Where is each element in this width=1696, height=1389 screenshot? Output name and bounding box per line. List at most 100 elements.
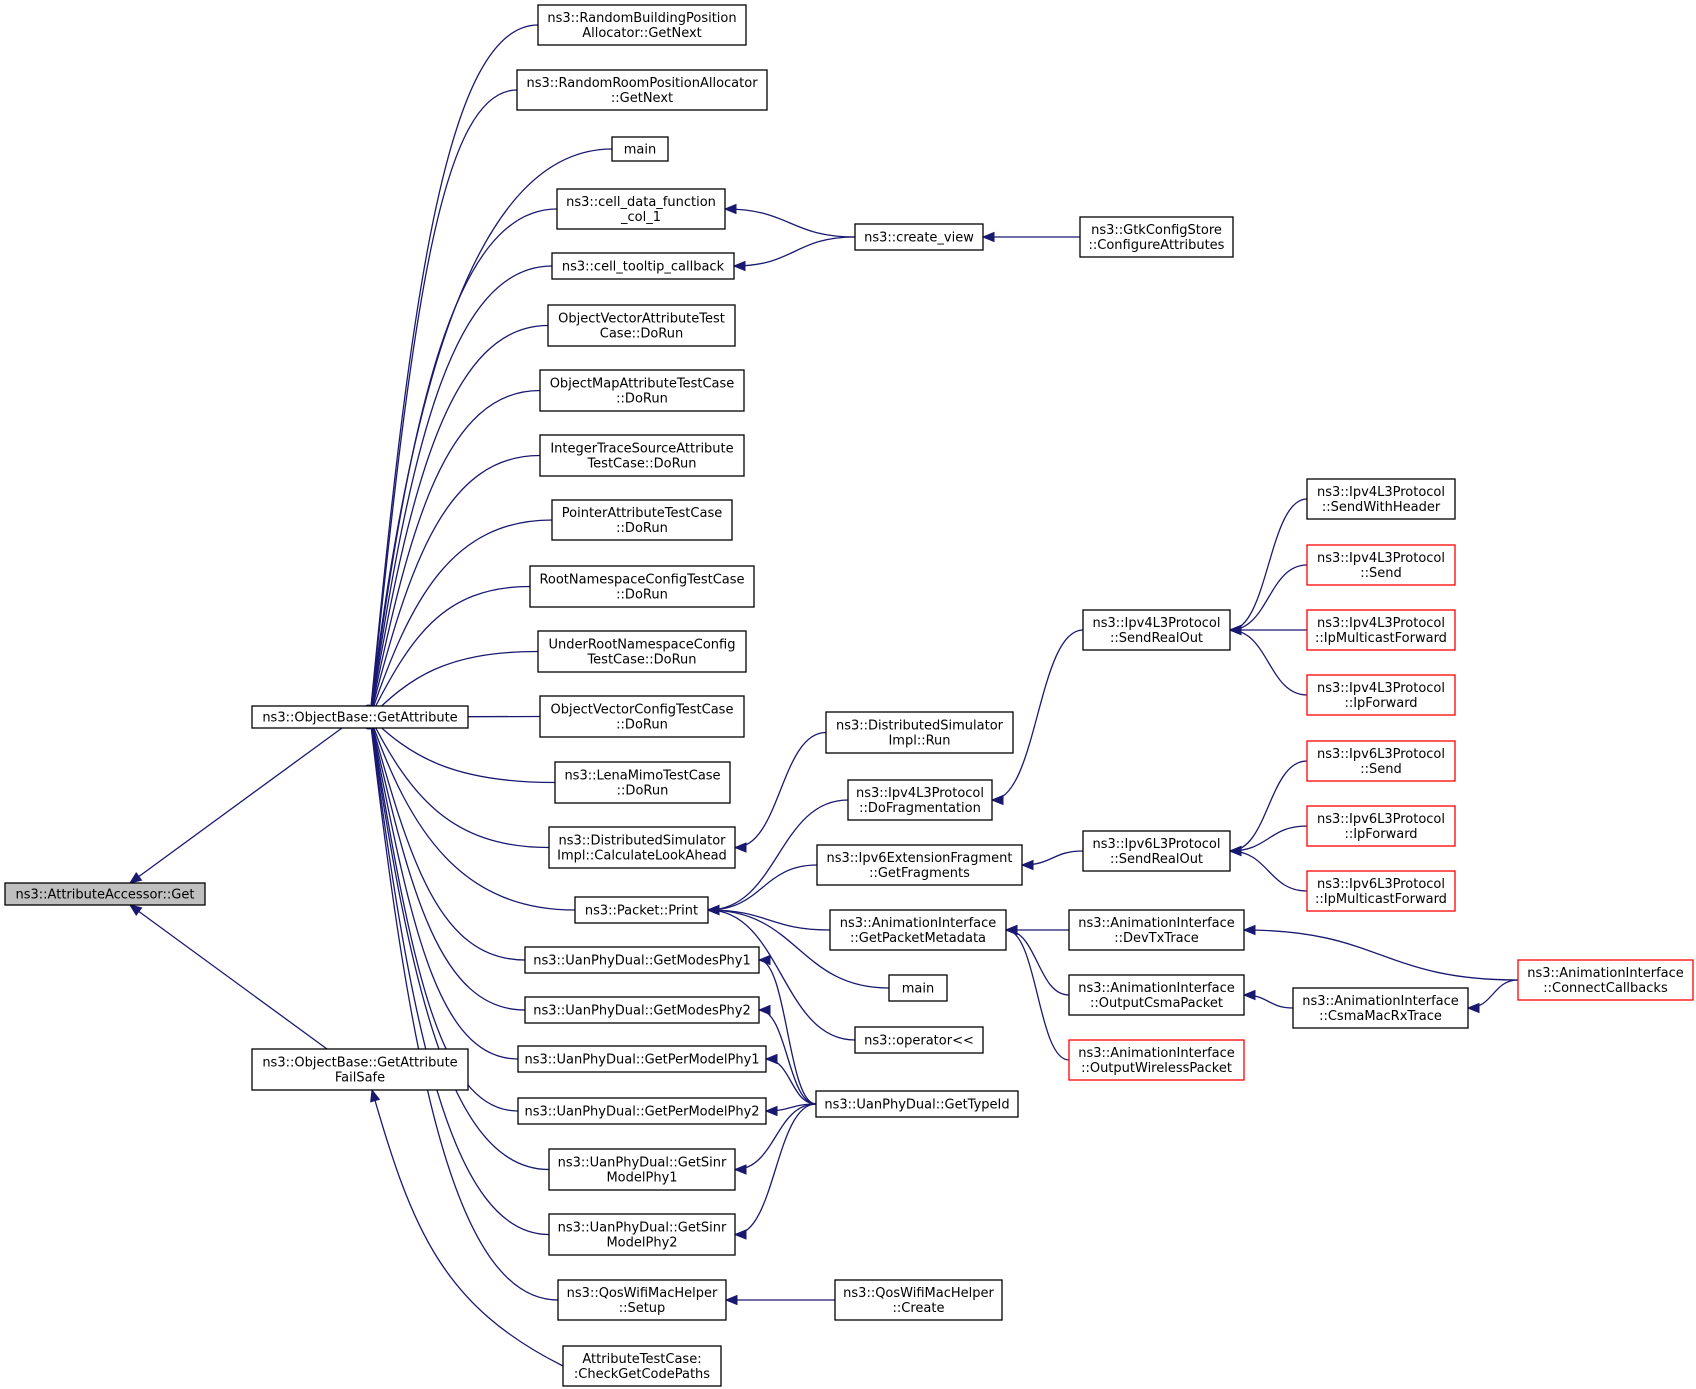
node-ipv4swh[interactable]: ns3::Ipv4L3Protocol::SendWithHeader [1306, 478, 1456, 520]
node-box[interactable] [1306, 740, 1456, 782]
node-box[interactable] [888, 974, 948, 1002]
node-box[interactable] [517, 1045, 767, 1073]
node-box[interactable] [551, 499, 733, 541]
node-ipv6mcast[interactable]: ns3::Ipv6L3Protocol::IpMulticastForward [1306, 870, 1456, 912]
node-ipv6frag[interactable]: ns3::Ipv6ExtensionFragment::GetFragments [816, 844, 1023, 886]
node-box[interactable] [537, 4, 747, 46]
node-box[interactable] [1068, 909, 1245, 951]
node-box[interactable] [547, 304, 736, 347]
node-box[interactable] [825, 711, 1014, 754]
node-root[interactable]: ns3::AttributeAccessor::Get [4, 882, 206, 906]
node-box[interactable] [1306, 674, 1456, 716]
node-box[interactable] [548, 1213, 736, 1256]
node-ipv4send[interactable]: ns3::Ipv4L3Protocol::Send [1306, 544, 1456, 586]
node-gmp2[interactable]: ns3::UanPhyDual::GetModesPhy2 [524, 996, 760, 1024]
node-box[interactable] [1082, 830, 1231, 872]
node-box[interactable] [548, 826, 736, 869]
node-itsat[interactable]: IntegerTraceSourceAttributeTestCase::DoR… [539, 434, 745, 477]
node-patc[interactable]: PointerAttributeTestCase::DoRun [551, 499, 733, 541]
node-box[interactable] [4, 882, 206, 906]
node-box[interactable] [1068, 974, 1245, 1016]
node-qossetup[interactable]: ns3::QosWifiMacHelper::Setup [557, 1279, 727, 1321]
node-box[interactable] [574, 896, 709, 924]
node-box[interactable] [1068, 1039, 1245, 1081]
node-gmp1[interactable]: ns3::UanPhyDual::GetModesPhy1 [524, 946, 760, 974]
node-celldata[interactable]: ns3::cell_data_function_col_1 [556, 188, 726, 230]
node-aniwireless[interactable]: ns3::AnimationInterface::OutputWirelessP… [1068, 1039, 1245, 1081]
node-gtk[interactable]: ns3::GtkConfigStore::ConfigureAttributes [1079, 216, 1234, 258]
node-omat[interactable]: ObjectMapAttributeTestCase::DoRun [539, 369, 745, 412]
node-anigpm[interactable]: ns3::AnimationInterface::GetPacketMetada… [829, 909, 1007, 951]
node-celltip[interactable]: ns3::cell_tooltip_callback [551, 252, 735, 280]
node-ipv4fwd[interactable]: ns3::Ipv4L3Protocol::IpForward [1306, 674, 1456, 716]
node-box[interactable] [1306, 478, 1456, 520]
node-ipv4sro[interactable]: ns3::Ipv4L3Protocol::SendRealOut [1082, 609, 1231, 651]
node-box[interactable] [557, 1279, 727, 1321]
node-box[interactable] [556, 188, 726, 230]
node-main1[interactable]: main [611, 136, 669, 162]
node-main2[interactable]: main [888, 974, 948, 1002]
node-anicsmamac[interactable]: ns3::AnimationInterface::CsmaMacRxTrace [1292, 987, 1469, 1029]
node-box[interactable] [524, 996, 760, 1024]
node-ipv6sro[interactable]: ns3::Ipv6L3Protocol::SendRealOut [1082, 830, 1231, 872]
node-box[interactable] [1079, 216, 1234, 258]
node-box[interactable] [829, 909, 1007, 951]
node-box[interactable] [251, 1048, 469, 1091]
node-anicsma[interactable]: ns3::AnimationInterface::OutputCsmaPacke… [1068, 974, 1245, 1016]
node-rbpa[interactable]: ns3::RandomBuildingPositionAllocator::Ge… [537, 4, 747, 46]
node-box[interactable] [539, 434, 745, 477]
node-box[interactable] [524, 946, 760, 974]
node-box[interactable] [1082, 609, 1231, 651]
node-oplt[interactable]: ns3::operator<< [854, 1026, 984, 1054]
node-box[interactable] [815, 1090, 1019, 1118]
node-box[interactable] [611, 136, 669, 162]
node-ipv4mcast[interactable]: ns3::Ipv4L3Protocol::IpMulticastForward [1306, 609, 1456, 651]
node-box[interactable] [516, 69, 768, 111]
node-rrpa[interactable]: ns3::RandomRoomPositionAllocator::GetNex… [516, 69, 768, 111]
node-box[interactable] [847, 779, 993, 821]
node-dscla[interactable]: ns3::DistributedSimulatorImpl::Calculate… [548, 826, 736, 869]
node-gettypeid[interactable]: ns3::UanPhyDual::GetTypeId [815, 1090, 1019, 1118]
node-box[interactable] [539, 695, 745, 738]
node-atc[interactable]: AttributeTestCase::CheckGetCodePaths [562, 1345, 722, 1387]
node-box[interactable] [1306, 870, 1456, 912]
node-ovct[interactable]: ObjectVectorConfigTestCase::DoRun [539, 695, 745, 738]
node-ipv4frag[interactable]: ns3::Ipv4L3Protocol::DoFragmentation [847, 779, 993, 821]
node-box[interactable] [1306, 805, 1456, 847]
node-box[interactable] [551, 252, 735, 280]
node-gpm2[interactable]: ns3::UanPhyDual::GetPerModelPhy2 [517, 1097, 767, 1125]
node-print[interactable]: ns3::Packet::Print [574, 896, 709, 924]
node-box[interactable] [539, 369, 745, 412]
node-rnct[interactable]: RootNamespaceConfigTestCase::DoRun [529, 565, 755, 608]
node-box[interactable] [1517, 959, 1694, 1001]
node-box[interactable] [1306, 544, 1456, 586]
node-getattr[interactable]: ns3::ObjectBase::GetAttribute [251, 705, 469, 729]
node-box[interactable] [854, 1026, 984, 1054]
node-ipv6fwd[interactable]: ns3::Ipv6L3Protocol::IpForward [1306, 805, 1456, 847]
node-box[interactable] [1292, 987, 1469, 1029]
node-gpm1[interactable]: ns3::UanPhyDual::GetPerModelPhy1 [517, 1045, 767, 1073]
node-box[interactable] [251, 705, 469, 729]
node-box[interactable] [834, 1279, 1003, 1321]
node-box[interactable] [548, 1148, 736, 1191]
node-createview[interactable]: ns3::create_view [854, 223, 984, 251]
node-ipv6send[interactable]: ns3::Ipv6L3Protocol::Send [1306, 740, 1456, 782]
node-box[interactable] [854, 223, 984, 251]
node-box[interactable] [562, 1345, 722, 1387]
node-box[interactable] [529, 565, 755, 608]
node-box[interactable] [554, 761, 731, 804]
node-anidevtx[interactable]: ns3::AnimationInterface::DevTxTrace [1068, 909, 1245, 951]
node-box[interactable] [1306, 609, 1456, 651]
node-aniconnect[interactable]: ns3::AnimationInterface::ConnectCallback… [1517, 959, 1694, 1001]
node-qoscreate[interactable]: ns3::QosWifiMacHelper::Create [834, 1279, 1003, 1321]
node-box[interactable] [537, 630, 747, 673]
node-box[interactable] [816, 844, 1023, 886]
node-lena[interactable]: ns3::LenaMimoTestCase::DoRun [554, 761, 731, 804]
node-box[interactable] [517, 1097, 767, 1125]
